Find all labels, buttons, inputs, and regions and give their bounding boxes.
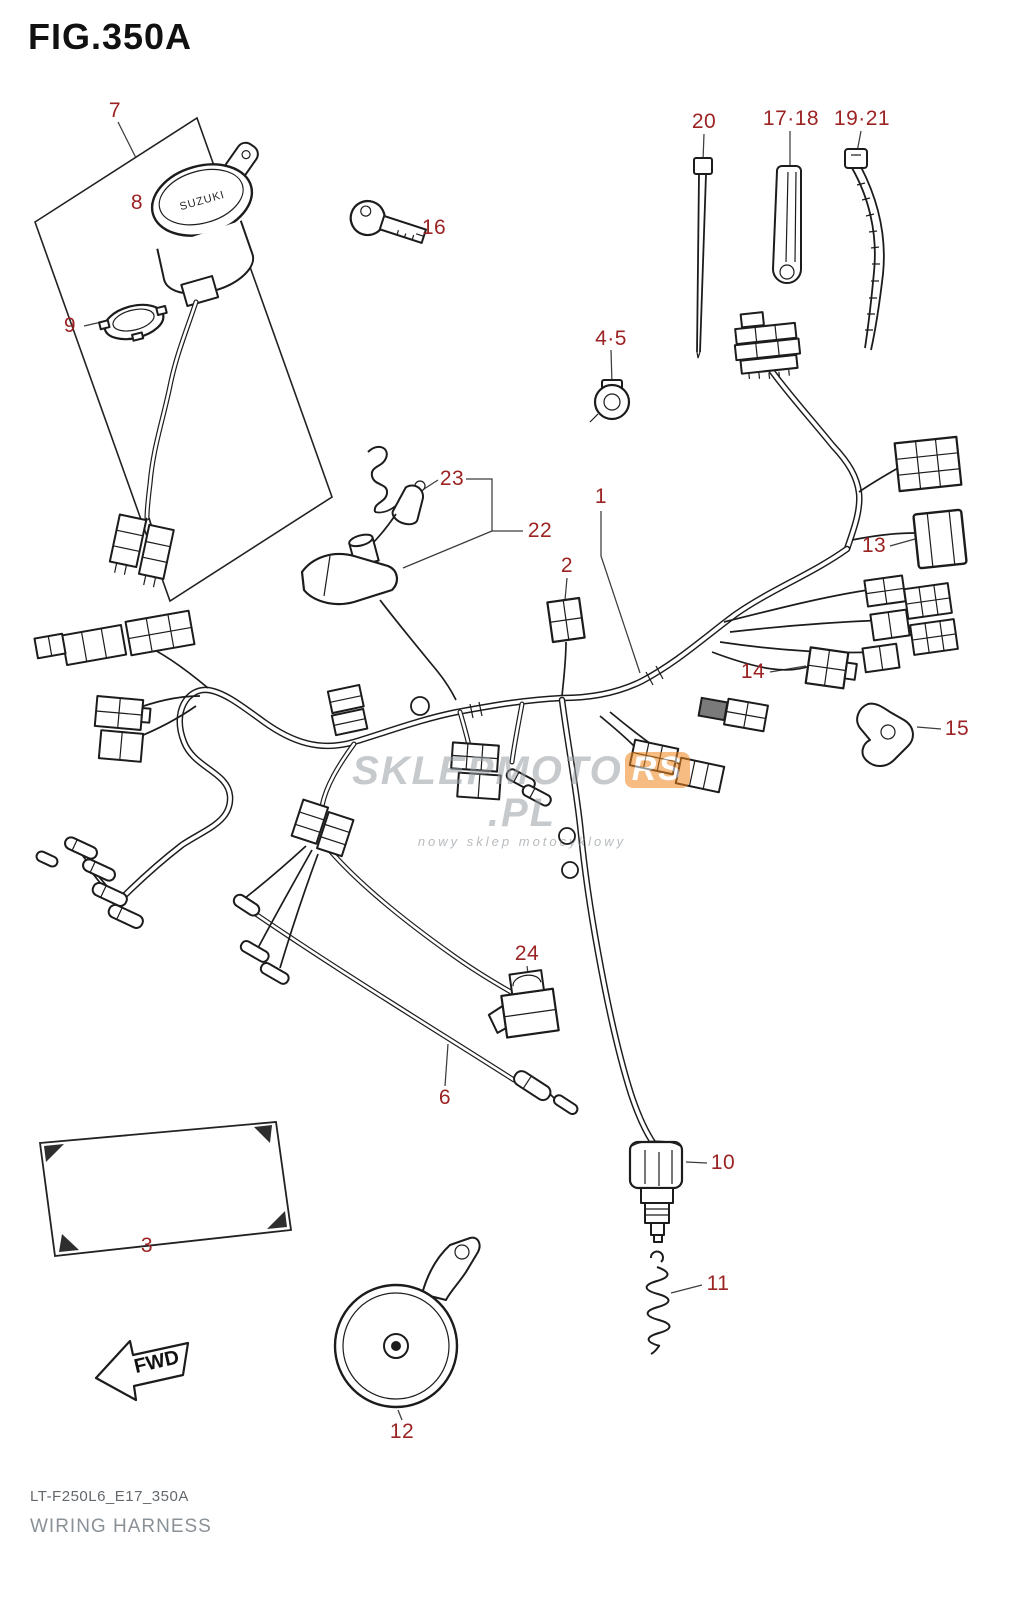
spark-plug-cap-10: [628, 1140, 684, 1243]
harness-branch-left-mid: [319, 741, 357, 809]
part-callout-1: 1: [594, 485, 608, 508]
part-callout-17-18: 17·18: [762, 107, 820, 130]
harness-rings: [410, 665, 664, 879]
spare-key: [349, 199, 427, 244]
ignition-switch: SUZUKI: [108, 141, 259, 588]
connector-2: [546, 596, 586, 644]
switch-24: [487, 969, 560, 1039]
connector-cluster-mid: [326, 683, 769, 807]
part-callout-11: 11: [706, 1272, 730, 1295]
cable-tie-19-21: [844, 148, 885, 351]
part-callout-9: 9: [63, 314, 77, 337]
part-callout-22: 22: [527, 519, 553, 542]
part-callout-2: 2: [560, 554, 574, 577]
harness-upper-right: [767, 366, 863, 553]
part-callout-16: 16: [421, 216, 447, 239]
multi-pin-connector-right: [893, 435, 963, 493]
part-callout-4-5: 4·5: [595, 327, 627, 350]
engine-stop-tether-switch-22: [300, 533, 398, 606]
label-sticker-3: [38, 1121, 293, 1257]
part-callout-24: 24: [514, 942, 540, 965]
harness-branch-to-switch: [323, 843, 521, 999]
part-callout-13: 13: [861, 534, 887, 557]
ignition-box-outline: [34, 116, 333, 603]
model-code: LT-F250L6_E17_350A: [30, 1488, 189, 1505]
harness-wires: [79, 467, 915, 969]
horn-12: [333, 1236, 481, 1409]
part-callout-15: 15: [944, 717, 970, 740]
spring-11: [645, 1250, 671, 1355]
diagram-title: WIRING HARNESS: [30, 1516, 212, 1537]
lanyard-coil-23: [367, 445, 426, 547]
part-callout-19-21: 19·21: [833, 107, 891, 130]
harness-drop-to-plug: [558, 696, 658, 1148]
part-callout-6: 6: [438, 1086, 452, 1109]
wire-clamp-4-5: [589, 379, 631, 423]
ring-nut: [98, 303, 168, 342]
part-callout-20: 20: [691, 110, 717, 133]
connector-cluster-left: [33, 609, 290, 985]
figure-title: FIG.350A: [28, 16, 193, 57]
part-callout-23: 23: [439, 467, 465, 490]
fwd-marker: FWD: [94, 1339, 190, 1402]
harness-trunk: [116, 545, 851, 904]
relay-13: [912, 508, 968, 570]
part-callout-14: 14: [740, 660, 766, 683]
cable-tie-20: [693, 157, 713, 359]
harness-clamp-17-18: [772, 165, 802, 284]
part-callout-10: 10: [710, 1151, 736, 1174]
connector-cluster-right: [861, 574, 959, 674]
part-callout-12: 12: [389, 1420, 415, 1443]
part-callout-7: 7: [108, 99, 122, 122]
part-callout-3: 3: [140, 1234, 154, 1257]
clamp-bracket-15: [856, 702, 914, 767]
part-callout-8: 8: [130, 191, 144, 214]
connector-14: [804, 646, 858, 690]
connector-block-top: [733, 311, 802, 379]
lead-wire-6-connector: [513, 1070, 579, 1115]
connector-pair-left-mid: [290, 798, 355, 858]
